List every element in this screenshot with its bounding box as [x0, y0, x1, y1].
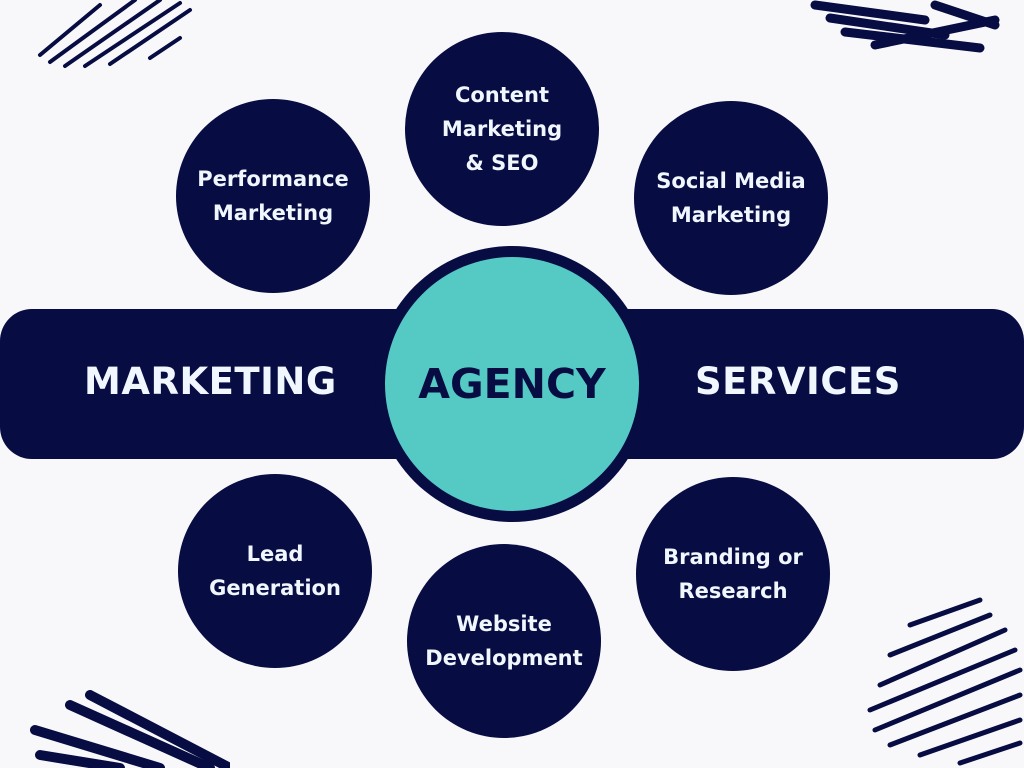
title-left: MARKETING	[84, 360, 337, 403]
hub-circle: AGENCY	[385, 257, 639, 511]
service-label: Content Marketing & SEO	[441, 83, 563, 175]
service-social-media-marketing: Social Media Marketing	[634, 101, 828, 295]
title-right: SERVICES	[695, 360, 901, 403]
service-label: Website Development	[425, 612, 583, 670]
service-label: Performance Marketing	[197, 167, 349, 225]
hatch-decoration-top-left	[38, 0, 192, 68]
service-label: Branding or Research	[663, 545, 803, 603]
service-label: Lead Generation	[209, 542, 341, 600]
service-website-development: Website Development	[407, 544, 601, 738]
service-lead-generation: Lead Generation	[178, 474, 372, 668]
brush-decoration-top-right	[810, 0, 1000, 53]
service-label: Social Media Marketing	[656, 169, 806, 227]
hatch-decoration-bottom-right	[867, 597, 1023, 766]
service-performance-marketing: Performance Marketing	[176, 99, 370, 293]
title-center: AGENCY	[418, 360, 606, 408]
brush-decoration-bottom-left	[30, 690, 230, 768]
service-content-marketing-seo: Content Marketing & SEO	[405, 32, 599, 226]
service-branding-research: Branding or Research	[636, 477, 830, 671]
